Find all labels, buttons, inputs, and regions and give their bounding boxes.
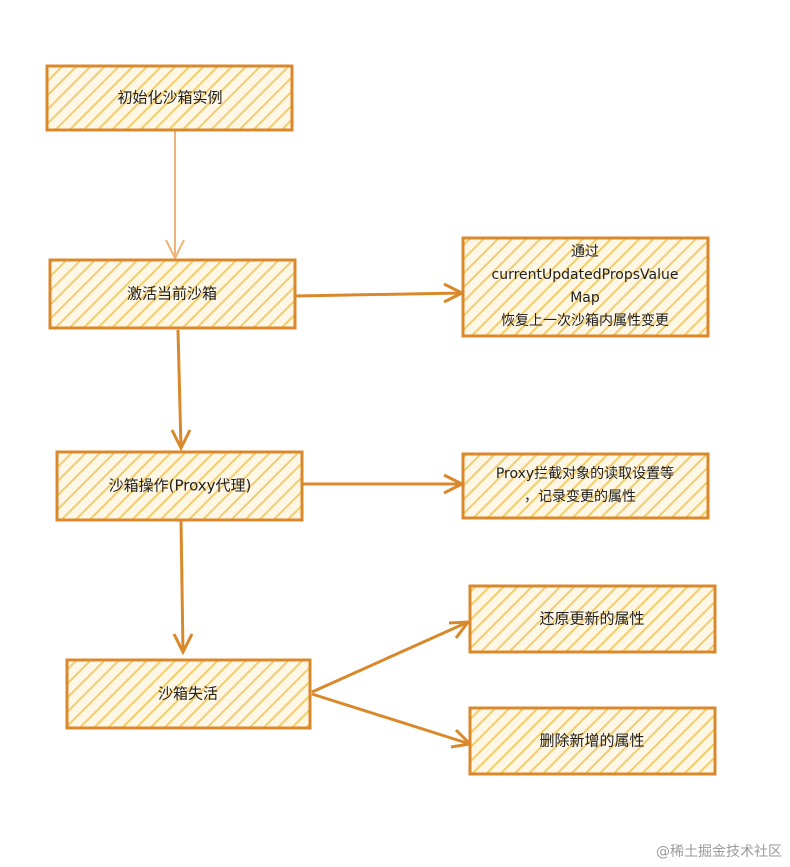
node-proxy-note-box xyxy=(461,452,710,520)
node-restore-prev-line4: 恢复上一次沙箱内属性变更 xyxy=(501,312,669,329)
arrow-deactivate-to-restore-updated xyxy=(311,620,469,694)
node-restore-updated-label: 还原更新的属性 xyxy=(539,610,644,628)
node-restore-updated-box xyxy=(468,584,717,654)
node-operate-box xyxy=(55,450,304,522)
node-restore-prev-line3: Map xyxy=(570,290,600,306)
node-proxy-note: Proxy拦截对象的读取设置等 ，记录变更的属性 xyxy=(461,452,710,520)
node-proxy-note-line2: ，记录变更的属性 xyxy=(524,489,636,505)
node-init-box xyxy=(45,64,294,132)
node-delete-added: 删除新增的属性 xyxy=(468,706,717,776)
node-init: 初始化沙箱实例 xyxy=(45,64,294,132)
arrow-deactivate-to-delete-added xyxy=(311,692,471,746)
arrowhead-deactivate-to-restore-updated xyxy=(448,620,472,639)
node-deactivate-box xyxy=(65,658,312,730)
node-restore-prev-line2: currentUpdatedPropsValue xyxy=(492,267,679,283)
node-restore-updated: 还原更新的属性 xyxy=(468,584,717,654)
watermark-text: @稀土掘金技术社区 xyxy=(656,844,782,860)
arrow-activate-to-operate xyxy=(176,329,183,449)
node-activate: 激活当前沙箱 xyxy=(48,258,297,330)
node-deactivate: 沙箱失活 xyxy=(65,658,312,730)
node-delete-added-label: 删除新增的属性 xyxy=(539,732,644,750)
arrowhead-init-to-activate xyxy=(165,239,185,261)
arrowhead-operate-to-deactivate xyxy=(172,633,194,656)
node-deactivate-label: 沙箱失活 xyxy=(158,685,218,703)
node-activate-label: 激活当前沙箱 xyxy=(127,285,217,303)
node-restore-prev: 通过 currentUpdatedPropsValue Map 恢复上一次沙箱内… xyxy=(461,236,710,338)
node-restore-prev-box xyxy=(461,236,710,338)
arrowhead-activate-to-operate xyxy=(170,429,192,452)
node-delete-added-box xyxy=(468,706,717,776)
node-operate-label: 沙箱操作(Proxy代理) xyxy=(109,477,252,495)
node-restore-prev-line1: 通过 xyxy=(571,244,599,260)
node-proxy-note-line1: Proxy拦截对象的读取设置等 xyxy=(496,465,674,482)
arrow-activate-to-restore-prev xyxy=(294,291,463,298)
node-activate-box xyxy=(48,258,297,330)
connectors xyxy=(165,130,474,749)
arrow-operate-to-deactivate xyxy=(179,519,185,653)
node-operate: 沙箱操作(Proxy代理) xyxy=(55,450,304,522)
node-init-label: 初始化沙箱实例 xyxy=(117,89,222,107)
